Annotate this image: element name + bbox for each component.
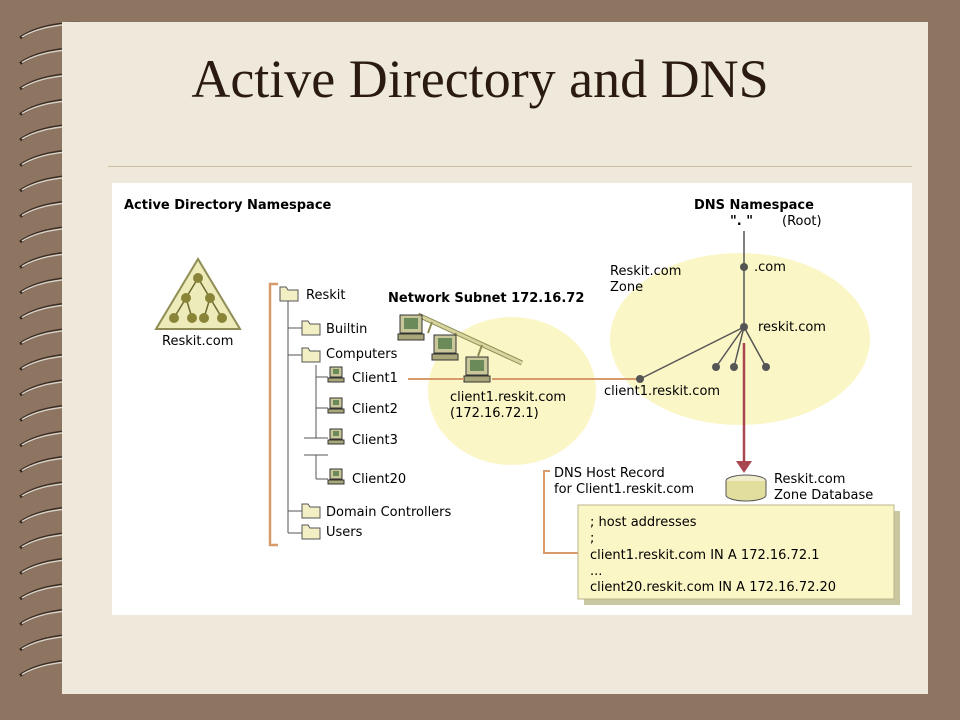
computer-icon [327,428,345,445]
computer-icon [327,366,345,383]
database-icon [725,474,767,502]
dns-namespace-label: DNS Namespace [694,198,814,213]
computer-icon [327,397,345,414]
tree-item-client1[interactable]: Client1 [352,371,398,386]
computer-icon [463,356,491,383]
folder-icon [301,320,321,336]
folder-icon [301,503,321,519]
diagram: Active Directory Namespace DNS Namespace… [112,183,912,615]
folder-icon [279,286,299,302]
dns-client1-label: client1.reskit.com [604,384,720,399]
zone-file-line: client1.reskit.com IN A 172.16.72.1 [590,548,820,563]
zone-label-sub: Zone [610,280,643,295]
network-subnet-label: Network Subnet 172.16.72 [388,291,584,306]
dns-node-client1 [636,375,644,383]
tree-item-computers[interactable]: Computers [326,347,398,362]
dns-com-label: .com [754,260,786,275]
zone-file-line: ; [590,531,594,546]
tree-item-client20[interactable]: Client20 [352,472,406,487]
dns-node-reskit [740,323,748,331]
host-record-connector [543,470,582,554]
zone-file-line: client20.reskit.com IN A 172.16.72.20 [590,580,836,595]
zone-file-box [577,504,895,600]
tree-bracket [268,282,278,547]
tree-item-builtin[interactable]: Builtin [326,322,367,337]
folder-icon [301,524,321,540]
zone-db-label-sub: Zone Database [774,488,873,503]
subnet-highlight [428,317,596,465]
zone-highlight [610,253,870,425]
zone-label: Reskit.com [610,264,681,279]
host-record-label: DNS Host Record [554,466,665,481]
dns-node-leaf [762,363,770,371]
dns-root-suffix: (Root) [782,214,822,229]
zone-db-arrow-head [736,461,752,473]
slide-title: Active Directory and DNS [191,49,769,109]
zone-file-line: ... [590,564,602,579]
tree-item-reskit[interactable]: Reskit [306,288,345,303]
dns-node-leaf [712,363,720,371]
domain-label: Reskit.com [162,334,233,349]
tree-item-domain-controllers[interactable]: Domain Controllers [326,505,452,520]
computer-icon [431,334,459,361]
dns-tree [639,231,767,380]
domain-triangle-icon [154,257,242,330]
zone-file-line: ; host addresses [590,515,697,530]
network-segment [416,312,524,366]
dns-reskit-label: reskit.com [758,320,826,335]
host-record-label-sub: for Client1.reskit.com [554,482,694,497]
computer-icon [397,314,425,341]
computer-icon [327,468,345,485]
dns-node-com [740,263,748,271]
tree-item-client3[interactable]: Client3 [352,433,398,448]
tree-item-client2[interactable]: Client2 [352,402,398,417]
zone-db-label: Reskit.com [774,472,845,487]
dns-root-label: ". " [730,214,753,229]
dns-node-leaf [730,363,738,371]
folder-icon [301,347,321,363]
title-divider [108,166,912,167]
client-host-label: client1.reskit.com [450,390,566,405]
ad-namespace-label: Active Directory Namespace [124,198,332,213]
tree-item-users[interactable]: Users [326,525,363,540]
client-host-ip: (172.16.72.1) [450,406,539,421]
